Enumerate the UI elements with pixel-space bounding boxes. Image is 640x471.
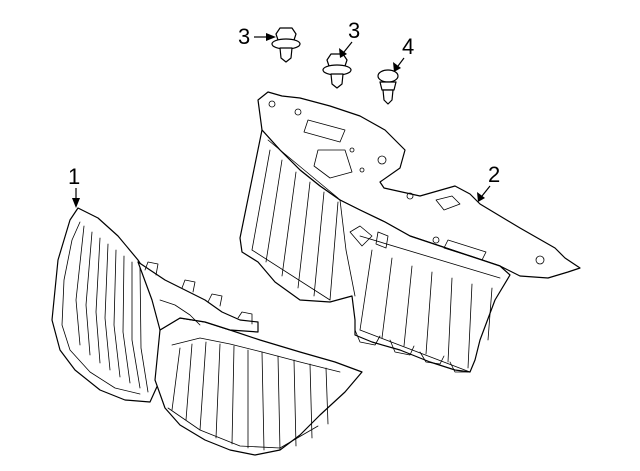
callout-3-right: 3	[339, 18, 360, 58]
callout-number: 3	[238, 24, 250, 49]
reinforcement-panel	[239, 91, 581, 373]
callout-3-left: 3	[238, 24, 276, 49]
grille-assembly	[51, 207, 363, 456]
callout-number: 4	[402, 34, 414, 59]
callout-4: 4	[393, 34, 414, 72]
bolt-right	[322, 53, 352, 89]
callout-number: 1	[68, 164, 80, 189]
callout-1: 1	[68, 164, 80, 208]
callout-number: 3	[348, 18, 360, 43]
bolt-left	[271, 27, 301, 63]
callout-2: 2	[477, 162, 500, 202]
push-pin-retainer	[377, 69, 399, 105]
callout-number: 2	[488, 162, 500, 187]
